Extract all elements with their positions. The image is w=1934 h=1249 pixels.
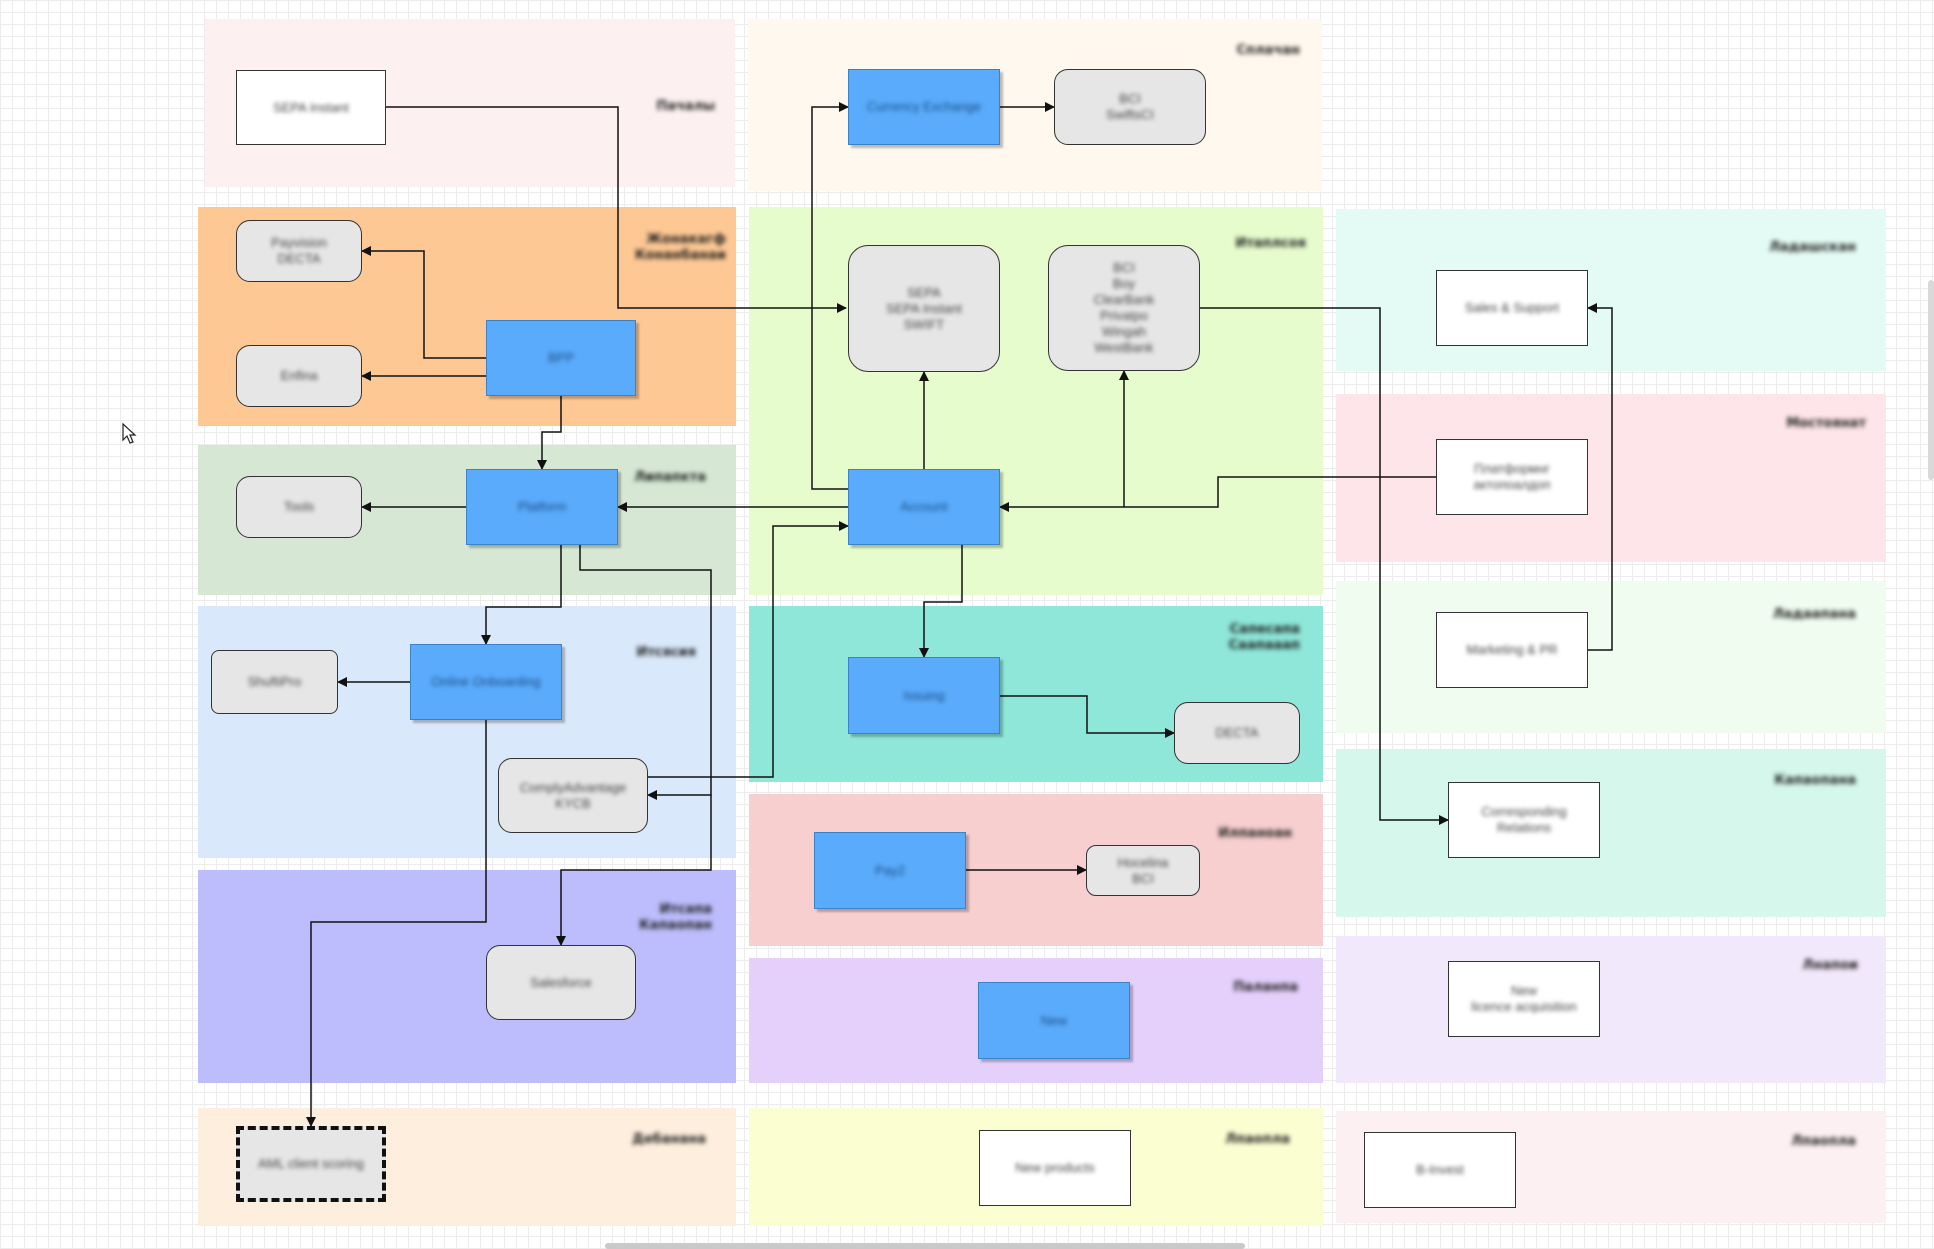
vertical-scrollbar[interactable] (1928, 280, 1934, 480)
zone-label-mint-right: Ладаапана (1772, 607, 1856, 622)
node-corresponding-relations[interactable]: Corresponding Relations (1448, 782, 1600, 858)
node-hocelina-bci-label: Hocelina BCI (1117, 854, 1169, 886)
zone-label-pink-right: Мостоянат (1786, 416, 1866, 431)
zone-label-purple-left: Итсапа Капаопан (639, 902, 712, 933)
node-shufti-pro[interactable]: ShuftiPro (211, 650, 338, 714)
node-bpp[interactable]: BPP (486, 320, 636, 396)
node-decta[interactable]: DECTA (1174, 702, 1300, 764)
zone-label-salmon: Илпаноан (1218, 826, 1292, 841)
node-new-label: New (1040, 1012, 1067, 1028)
node-online-onboarding[interactable]: Online Onboarding (410, 644, 562, 720)
node-aml-scoring[interactable]: AML client scoring (236, 1126, 386, 1202)
node-aml-scoring-label: AML client scoring (258, 1156, 364, 1171)
node-decta-label: DECTA (1215, 725, 1259, 740)
node-payvision[interactable]: Payvision DECTA (236, 220, 362, 282)
edge-platform-to-comply (579, 545, 712, 800)
edge-marketing-to-sales (1587, 303, 1613, 651)
node-sepa-instant[interactable]: SEPA Instant (236, 70, 386, 145)
node-enfinia-label: Enfina (280, 368, 318, 383)
node-new-licence-label: New licence acquisition (1471, 983, 1577, 1014)
node-new[interactable]: New (978, 982, 1130, 1059)
node-salesforce[interactable]: Salesforce (486, 945, 636, 1020)
zone-label-teal: Сапесапа Саапааап (1228, 622, 1300, 653)
node-comply-advantage-label: ComplyAdvantage KYCB (519, 779, 627, 811)
zone-label-lavender-mid: Паланпа (1233, 980, 1298, 995)
node-corresponding-relations-label: Corresponding Relations (1481, 804, 1567, 835)
edge-platform-reports-to-account (999, 476, 1436, 512)
zone-label-cyan-right: Ладашскан (1769, 240, 1856, 255)
node-sepa-group[interactable]: SEPA SEPA Instant SWIFT (848, 245, 1000, 372)
mouse-cursor-icon (122, 423, 137, 444)
node-tools-label: Tools (283, 499, 315, 514)
node-currency-exchange[interactable]: Currency Exchange (848, 69, 1000, 145)
node-platform-reports-label: Платформнг актопоалдоп (1473, 461, 1551, 492)
node-salesforce-label: Salesforce (530, 974, 592, 990)
zone-label-yellow-bottom: Лпаопла (1225, 1132, 1290, 1147)
zone-label-pink-bottom: Лпаопла (1791, 1134, 1856, 1149)
node-currency-exchange-label: Currency Exchange (866, 99, 982, 114)
node-sales-support[interactable]: Sales & Support (1436, 270, 1588, 346)
zone-aqua-right (1336, 749, 1886, 917)
zone-cyan-right (1336, 209, 1886, 371)
zone-label-blue-left: Итсясия (636, 645, 696, 660)
node-bci-group[interactable]: BCI Boy ClearBank Privatpo Wingah WestBa… (1048, 245, 1200, 371)
edge-platform-to-salesforce (556, 795, 712, 946)
node-platform[interactable]: Platform (466, 469, 618, 545)
zone-label-top-mid: Сплачан (1236, 43, 1301, 58)
node-sepa-instant-label: SEPA Instant (273, 99, 349, 115)
node-account[interactable]: Account (848, 469, 1000, 545)
node-platform-label: Platform (517, 499, 567, 514)
zone-pink-right (1336, 394, 1886, 562)
edge-bpp-to-platform (537, 396, 562, 470)
edge-account-to-issuing (919, 545, 963, 658)
node-issuing[interactable]: Issuing (848, 657, 1000, 734)
node-marketing-pr[interactable]: Marketing & PR (1436, 612, 1588, 688)
edge-account-to-currency (811, 102, 849, 490)
node-issuing-label: Issuing (903, 687, 945, 703)
node-pay2[interactable]: Pay2 (814, 832, 966, 909)
zone-label-lime: Итаплсоя (1235, 236, 1306, 251)
node-shufti-pro-label: ShuftiPro (247, 674, 302, 689)
node-new-licence[interactable]: New licence acquisition (1448, 961, 1600, 1037)
horizontal-scrollbar[interactable] (605, 1243, 1245, 1249)
node-account-label: Account (900, 499, 948, 514)
node-bpp-label: BPP (547, 350, 574, 365)
node-payvision-label: Payvision DECTA (271, 235, 327, 266)
zone-label-green-left: Липапкта (634, 470, 706, 485)
node-new-products-label: New products (1015, 1160, 1095, 1175)
edge-bci-group-to-corresponding (1200, 307, 1449, 825)
node-online-onboarding-label: Online Onboarding (431, 674, 541, 689)
edge-platform-to-onboarding (481, 545, 562, 645)
zone-purple-left (198, 870, 736, 1083)
node-b-invest[interactable]: B-Invest (1364, 1132, 1516, 1208)
node-bci-group-label: BCI Boy ClearBank Privatpo Wingah WestBa… (1093, 260, 1155, 355)
zone-label-lavender-right: Лнапои (1802, 958, 1858, 973)
node-bci-swiftci[interactable]: BCI SwiftsCI (1054, 69, 1206, 145)
node-tools[interactable]: Tools (236, 476, 362, 538)
node-new-products[interactable]: New products (979, 1130, 1131, 1206)
edge-comply-to-account (648, 521, 849, 778)
edge-bpp-to-payvision (361, 246, 486, 359)
edge-sepa-instant-to-sepa-group (386, 106, 847, 313)
node-bci-swiftci-label: BCI SwiftsCI (1106, 91, 1154, 122)
node-marketing-pr-label: Marketing & PR (1466, 642, 1558, 657)
node-sales-support-label: Sales & Support (1465, 300, 1559, 315)
node-sepa-group-label: SEPA SEPA Instant SWIFT (886, 284, 962, 332)
zone-label-aqua-right: Капаопана (1774, 773, 1856, 788)
edge-issuing-to-decta (1000, 695, 1175, 738)
zone-mint-right (1336, 581, 1886, 733)
zone-label-orange: Жонакагф Конанбанаи (634, 232, 726, 263)
node-pay2-label: Pay2 (875, 862, 905, 878)
edge-onboarding-to-aml (306, 720, 487, 1127)
node-comply-advantage[interactable]: ComplyAdvantage KYCB (498, 758, 648, 833)
zone-lavender-right (1336, 936, 1886, 1083)
node-platform-reports[interactable]: Платформнг актопоалдоп (1436, 439, 1588, 515)
node-b-invest-label: B-Invest (1416, 1162, 1464, 1177)
zone-label-peach-bottom: Дебанана (632, 1132, 706, 1147)
node-enfinia[interactable]: Enfina (236, 345, 362, 407)
zone-label-top-left: Пачалы (656, 99, 715, 114)
node-hocelina-bci[interactable]: Hocelina BCI (1086, 845, 1200, 896)
